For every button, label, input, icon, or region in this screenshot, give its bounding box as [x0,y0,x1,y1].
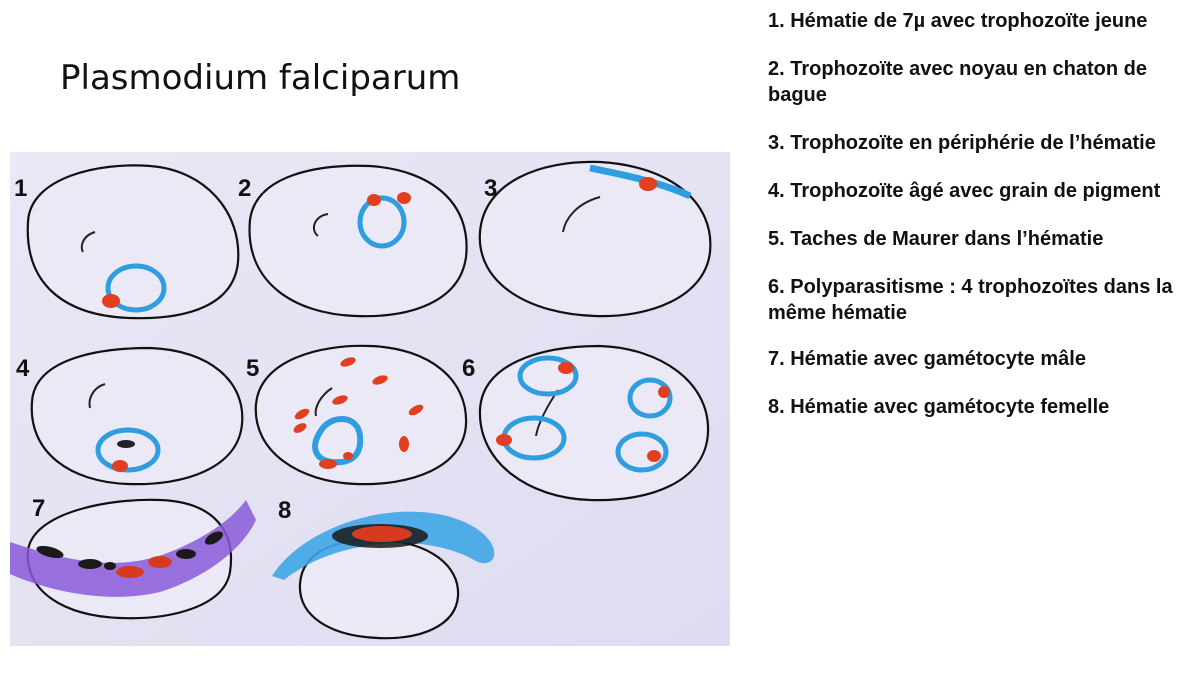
cell-number-6: 6 [462,355,475,382]
legend-item-3: 3. Trophozoïte en périphérie de l’hémati… [768,130,1188,156]
cell-number-2: 2 [238,175,251,202]
legend-item-1: 1. Hématie de 7µ avec trophozoïte jeune [768,8,1188,34]
cell-number-8: 8 [278,497,291,524]
cell-3: 3 [480,162,711,316]
legend-item-5: 5. Taches de Maurer dans l’hématie [768,226,1188,252]
legend-item-4: 4. Trophozoïte âgé avec grain de pigment [768,178,1188,204]
cell-number-7: 7 [32,495,45,522]
drawing-panel: 1 2 3 4 5 [10,152,730,646]
legend-item-2: 2. Trophozoïte avec noyau en chaton de b… [768,56,1188,108]
legend-item-6: 6. Polyparasitisme : 4 trophozoïtes dans… [768,274,1188,326]
cell-number-5: 5 [246,355,259,382]
diagram-title: Plasmodium falciparum [60,58,460,98]
legend-item-7: 7. Hématie avec gamétocyte mâle [768,346,1188,372]
legend-item-8: 8. Hématie avec gamétocyte femelle [768,394,1188,420]
legend: 1. Hématie de 7µ avec trophozoïte jeune … [768,8,1188,442]
cell-number-1: 1 [14,175,27,202]
cell-number-4: 4 [16,355,30,382]
cell-number-3: 3 [484,175,497,202]
